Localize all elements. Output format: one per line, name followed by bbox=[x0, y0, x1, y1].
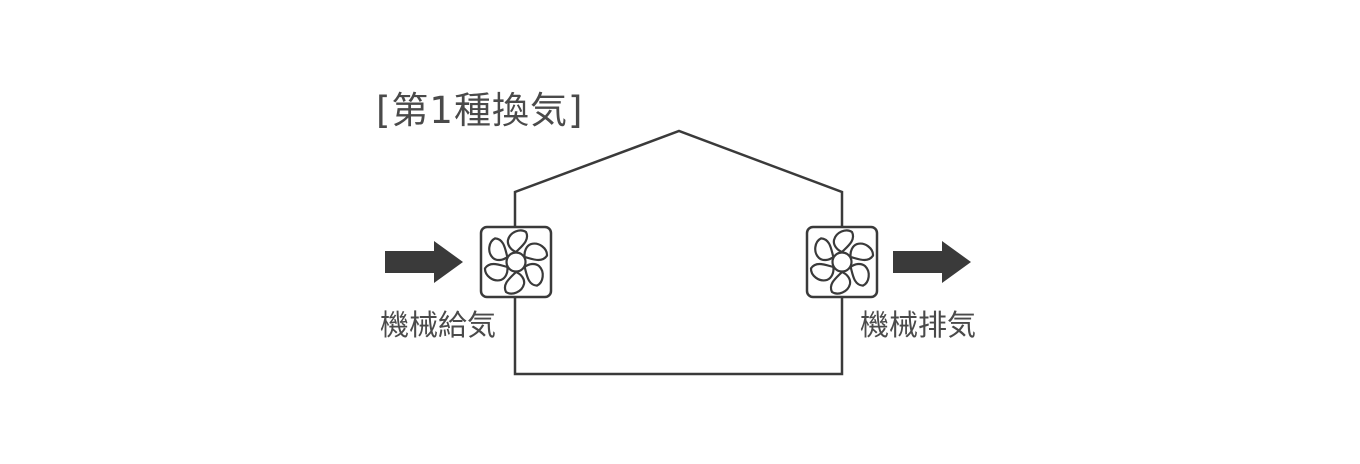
intake-fan-icon bbox=[479, 225, 553, 299]
diagram-title: [第1種換気] bbox=[376, 89, 584, 132]
house-outline bbox=[513, 129, 844, 376]
exhaust-label: 機械排気 bbox=[860, 308, 977, 342]
exhaust-arrow-icon bbox=[893, 241, 971, 283]
intake-label: 機械給気 bbox=[380, 308, 497, 342]
exhaust-fan-icon bbox=[805, 225, 879, 299]
intake-arrow-icon bbox=[385, 241, 463, 283]
